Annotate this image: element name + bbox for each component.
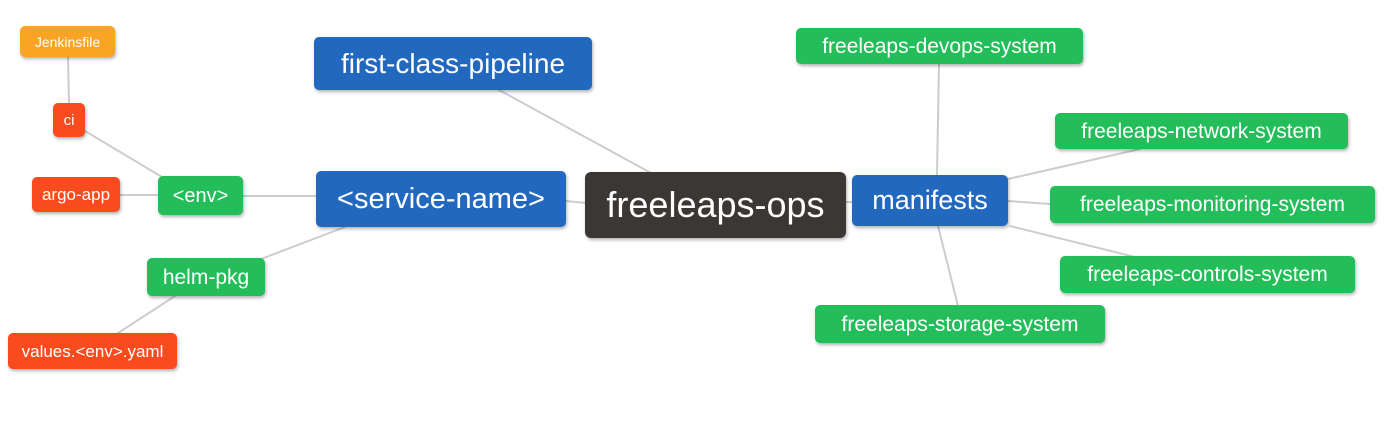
node-freeleaps-storage-system[interactable]: freeleaps-storage-system: [815, 305, 1105, 343]
edge-service-name-ops: [565, 200, 587, 204]
node-values-env-yaml[interactable]: values.<env>.yaml: [8, 333, 177, 369]
edge-pipeline-ops: [498, 89, 652, 174]
node-freeleaps-monitoring-system[interactable]: freeleaps-monitoring-system: [1050, 186, 1375, 223]
node-freeleaps-network-system[interactable]: freeleaps-network-system: [1055, 113, 1348, 149]
edge-ci-env: [84, 130, 163, 178]
edge-service-name-helm-pkg: [260, 226, 346, 260]
node-freeleaps-ops[interactable]: freeleaps-ops: [585, 172, 846, 238]
node-freeleaps-devops-system[interactable]: freeleaps-devops-system: [796, 28, 1083, 64]
edge-manifests-monitoring: [1007, 200, 1051, 205]
edge-manifests-storage: [937, 225, 959, 307]
edge-jenkinsfile-ci: [67, 56, 70, 104]
edge-helm-pkg-values: [117, 295, 176, 334]
node-first-class-pipeline[interactable]: first-class-pipeline: [314, 37, 592, 90]
node-service-name[interactable]: <service-name>: [316, 171, 566, 227]
node-helm-pkg[interactable]: helm-pkg: [147, 258, 265, 296]
edge-manifests-network: [1007, 148, 1141, 180]
edge-manifests-devops: [936, 63, 940, 176]
node-ci[interactable]: ci: [53, 103, 85, 137]
edge-manifests-controls: [1009, 225, 1136, 258]
node-manifests[interactable]: manifests: [852, 175, 1008, 226]
node-jenkinsfile[interactable]: Jenkinsfile: [20, 26, 115, 57]
node-argo-app[interactable]: argo-app: [32, 177, 120, 212]
node-freeleaps-controls-system[interactable]: freeleaps-controls-system: [1060, 256, 1355, 293]
node-env[interactable]: <env>: [158, 176, 243, 215]
